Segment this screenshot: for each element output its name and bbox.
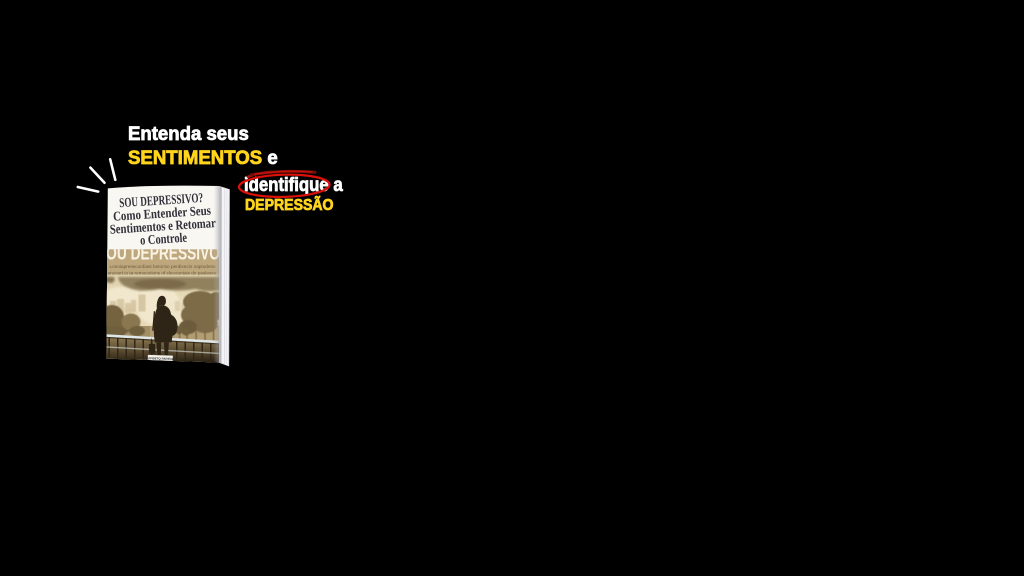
svg-text:Sentimentos e Retomar: Sentimentos e Retomar [109,215,216,237]
svg-text:SOU DEPRESSIVO: SOU DEPRESSIVO [97,243,220,264]
svg-text:ancourt.io ta remocutions of c: ancourt.io ta remocutions of clecountais… [108,271,218,276]
svg-text:o Controle: o Controle [140,230,188,248]
svg-text:LUVISETQ PARFDIA: LUVISETQ PARFDIA [146,356,176,361]
svg-text:Como Entender Seus: Como Entender Seus [113,203,212,224]
svg-text:SOU DEPRESSIVO?: SOU DEPRESSIVO? [119,190,204,210]
svg-text:Lonniapresecordiast betomio pe: Lonniapresecordiast betomio perdisects o… [110,264,217,269]
